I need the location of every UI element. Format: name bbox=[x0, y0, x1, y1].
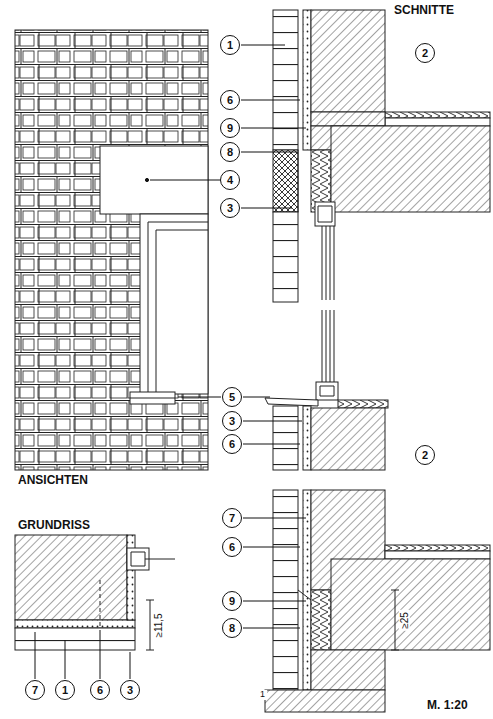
section-middle bbox=[265, 310, 388, 470]
callout-number: 9 bbox=[229, 595, 235, 607]
callout-number: 4 bbox=[227, 174, 233, 186]
callout-number: 2 bbox=[422, 47, 428, 59]
dimension-text: ≥25 bbox=[399, 610, 410, 631]
callout-number: 3 bbox=[229, 415, 235, 427]
callout-circle: 1 bbox=[55, 680, 75, 700]
scale-note: M. 1:20 bbox=[425, 699, 470, 712]
callout-circle: 2 bbox=[415, 445, 435, 465]
callout-number: 7 bbox=[229, 512, 235, 524]
view-heading: ANSICHTEN bbox=[16, 474, 90, 487]
callout-number: 6 bbox=[229, 541, 235, 553]
callout-circle: 3 bbox=[220, 198, 240, 218]
leader-lines bbox=[35, 45, 306, 679]
callout-circle: 2 bbox=[415, 43, 435, 63]
elevation-view bbox=[15, 30, 208, 470]
callout-circle: 5 bbox=[222, 387, 242, 407]
callout-circle: 3 bbox=[120, 680, 140, 700]
callout-number: 1 bbox=[258, 690, 267, 700]
callout-number: 6 bbox=[97, 684, 103, 696]
callout-number: 1 bbox=[227, 39, 233, 51]
callout-circle: 1 bbox=[220, 35, 240, 55]
callout-number: 1 bbox=[62, 684, 68, 696]
callout-number: 6 bbox=[229, 438, 235, 450]
callout-circle: 6 bbox=[222, 537, 242, 557]
callout-circle: 7 bbox=[25, 680, 45, 700]
callout-circle: 6 bbox=[220, 90, 240, 110]
callout-number: 8 bbox=[227, 146, 233, 158]
section-upper bbox=[273, 10, 490, 302]
callout-circle: 9 bbox=[222, 591, 242, 611]
callout-circle: 6 bbox=[222, 434, 242, 454]
callout-circle: 8 bbox=[220, 142, 240, 162]
callout-number: 8 bbox=[229, 622, 235, 634]
callout-circle: 3 bbox=[222, 411, 242, 431]
callout-number: 3 bbox=[227, 202, 233, 214]
callout-number: 6 bbox=[227, 94, 233, 106]
dimension-text: ≥11,5 bbox=[153, 611, 164, 639]
callout-number: 2 bbox=[422, 449, 428, 461]
plan-view bbox=[15, 535, 175, 650]
callout-number: 3 bbox=[127, 684, 133, 696]
plan-heading: GRUNDRISS bbox=[16, 519, 92, 532]
callout-number: 5 bbox=[229, 391, 235, 403]
callout-number: 7 bbox=[32, 684, 38, 696]
callout-circle: 9 bbox=[220, 118, 240, 138]
callout-circle: 8 bbox=[222, 618, 242, 638]
callout-number: 9 bbox=[227, 122, 233, 134]
section-heading: SCHNITTE bbox=[392, 4, 456, 17]
callout-circle: 4 bbox=[220, 170, 240, 190]
callout-circle: 6 bbox=[90, 680, 110, 700]
callout-circle: 7 bbox=[222, 508, 242, 528]
